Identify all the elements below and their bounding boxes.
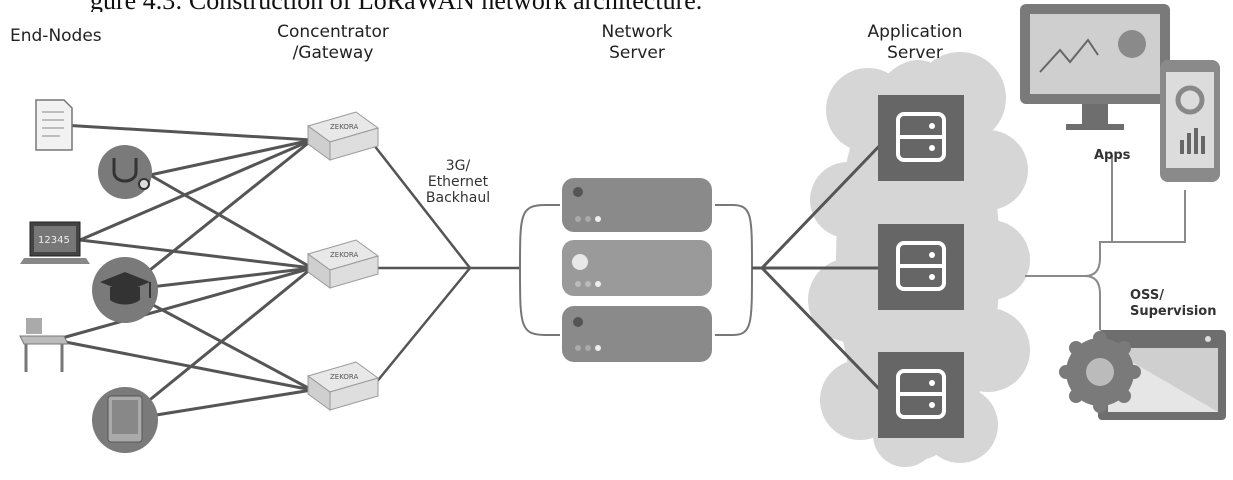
application-server-unit bbox=[878, 352, 964, 438]
oss-label: OSS/ Supervision bbox=[1130, 288, 1216, 320]
network-server-unit bbox=[562, 240, 712, 296]
oss-label-line2: Supervision bbox=[1130, 304, 1217, 319]
stethoscope-node-icon bbox=[98, 145, 152, 199]
gateway-backhaul-links bbox=[369, 139, 520, 391]
network-server-header-line1: Network bbox=[601, 22, 673, 42]
concentrator-header-line2: /Gateway bbox=[292, 43, 374, 63]
gateway-brand-text: ZEKORA bbox=[330, 373, 359, 381]
network-server-unit bbox=[562, 178, 712, 232]
tablet-node-icon bbox=[92, 387, 158, 453]
laptop-node-icon: 12345 bbox=[20, 221, 90, 264]
figure-caption: gure 4.3: Construction of LoRaWAN networ… bbox=[90, 0, 1090, 12]
laptop-screen-text: 12345 bbox=[38, 235, 70, 246]
gateway-brand-text: ZEKORA bbox=[330, 251, 359, 259]
desk-node-icon bbox=[19, 318, 69, 372]
application-server-unit bbox=[878, 95, 964, 181]
application-server-stack bbox=[878, 95, 964, 438]
end-nodes-header: End-Nodes bbox=[10, 26, 120, 47]
apps-devices bbox=[1020, 4, 1220, 182]
phone-icon bbox=[1160, 60, 1220, 182]
network-server-header: Network Server bbox=[582, 22, 692, 64]
network-server-unit bbox=[562, 306, 712, 362]
end-nodes-header-text: End-Nodes bbox=[10, 26, 102, 46]
gateway-brand-text: ZEKORA bbox=[330, 123, 359, 131]
application-server-header-line1: Application bbox=[867, 22, 963, 42]
backhaul-label: 3G/ Ethernet Backhaul bbox=[412, 158, 504, 206]
app-clients-links bbox=[1025, 155, 1186, 330]
network-app-links bbox=[752, 138, 887, 397]
gateway-devices: ZEKORA ZEKORA ZEKORA bbox=[306, 111, 380, 411]
application-server-header: Application Server bbox=[855, 22, 975, 64]
application-server-header-line2: Server bbox=[887, 43, 943, 63]
monitor-icon bbox=[1020, 4, 1170, 130]
gateway-device: ZEKORA bbox=[306, 111, 380, 161]
gateway-device: ZEKORA bbox=[306, 239, 380, 289]
document-node-icon bbox=[35, 99, 73, 151]
backhaul-label-line3: Backhaul bbox=[425, 190, 491, 206]
graduation-cap-node-icon bbox=[92, 257, 158, 323]
network-server-stack bbox=[562, 178, 712, 362]
gear-icon bbox=[1059, 331, 1141, 413]
concentrator-header: Concentrator /Gateway bbox=[268, 22, 398, 64]
backhaul-label-line2: Ethernet bbox=[427, 174, 489, 190]
node-gateway-links bbox=[54, 123, 313, 422]
backhaul-label-line1: 3G/ bbox=[445, 158, 471, 174]
concentrator-header-line1: Concentrator bbox=[277, 22, 389, 42]
end-node-icons: 12345 bbox=[19, 99, 158, 453]
network-server-header-line2: Server bbox=[609, 43, 665, 63]
supervision-devices bbox=[1059, 330, 1226, 420]
apps-label: Apps bbox=[1094, 148, 1131, 163]
oss-label-line1: OSS/ bbox=[1130, 288, 1164, 303]
gateway-device: ZEKORA bbox=[306, 361, 380, 411]
application-server-unit bbox=[878, 224, 964, 310]
